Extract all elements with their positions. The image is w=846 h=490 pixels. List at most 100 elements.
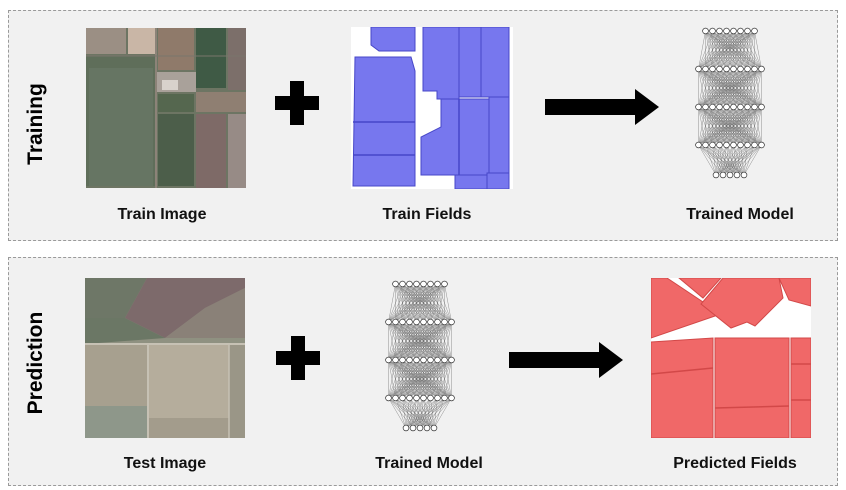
network-node	[730, 27, 737, 35]
network-node	[416, 424, 424, 432]
network-node	[406, 280, 413, 288]
network-node	[413, 356, 420, 364]
network-node	[712, 171, 720, 179]
network-node	[737, 141, 744, 149]
network-node	[427, 356, 434, 364]
network-node	[406, 318, 413, 326]
network-node	[730, 103, 737, 111]
network-node	[392, 394, 399, 402]
network-node	[709, 65, 716, 73]
neural-network-icon	[695, 25, 765, 181]
network-node	[702, 65, 709, 73]
network-node	[737, 65, 744, 73]
network-node	[702, 27, 709, 35]
predicted-fields	[651, 278, 811, 438]
arrow-icon	[545, 89, 659, 125]
network-node	[420, 394, 427, 402]
network-node	[448, 318, 455, 326]
network-node	[427, 394, 434, 402]
network-node	[420, 318, 427, 326]
network-node	[399, 356, 406, 364]
network-node	[427, 280, 434, 288]
arrow-icon	[509, 342, 623, 378]
network-node	[441, 394, 448, 402]
train-fields-caption: Train Fields	[382, 206, 472, 223]
network-node	[441, 280, 448, 288]
network-node	[751, 27, 758, 35]
network-node	[441, 318, 448, 326]
predicted-fields-caption: Predicted Fields	[673, 455, 797, 472]
network-node	[716, 65, 723, 73]
network-node	[413, 318, 420, 326]
network-node	[744, 141, 751, 149]
network-node	[385, 394, 392, 402]
network-node	[730, 141, 737, 149]
neural-network-icon	[385, 278, 455, 434]
prediction-row-label: Prediction	[24, 311, 47, 415]
network-node	[392, 280, 399, 288]
network-node	[430, 424, 438, 432]
network-node	[448, 356, 455, 364]
plus-icon	[276, 336, 320, 380]
network-node	[737, 27, 744, 35]
network-node	[409, 424, 417, 432]
network-node	[427, 318, 434, 326]
network-node	[758, 141, 765, 149]
network-node	[392, 356, 399, 364]
plus-icon	[275, 81, 319, 125]
network-node	[709, 103, 716, 111]
network-node	[413, 280, 420, 288]
network-node	[716, 141, 723, 149]
network-node	[695, 141, 702, 149]
network-node	[434, 318, 441, 326]
network-node	[406, 394, 413, 402]
network-node	[420, 280, 427, 288]
network-node	[434, 394, 441, 402]
test-image-caption: Test Image	[123, 455, 207, 472]
prediction-panel: Prediction	[8, 257, 838, 486]
network-node	[420, 356, 427, 364]
trained-model-caption: Trained Model	[686, 206, 794, 223]
test-image	[85, 278, 245, 438]
network-node	[744, 65, 751, 73]
network-node	[751, 141, 758, 149]
network-node	[740, 171, 748, 179]
network-node	[719, 171, 727, 179]
network-node	[385, 318, 392, 326]
network-node	[723, 27, 730, 35]
network-node	[399, 394, 406, 402]
network-node	[702, 141, 709, 149]
network-node	[716, 27, 723, 35]
network-node	[399, 280, 406, 288]
network-node	[709, 141, 716, 149]
network-node	[726, 171, 734, 179]
network-node	[723, 141, 730, 149]
network-node	[695, 103, 702, 111]
training-panel: Training	[8, 10, 838, 241]
network-node	[392, 318, 399, 326]
network-node	[744, 27, 751, 35]
training-row-label: Training	[24, 83, 47, 165]
network-node	[406, 356, 413, 364]
network-node	[423, 424, 431, 432]
network-node	[399, 318, 406, 326]
network-node	[385, 356, 392, 364]
network-node	[716, 103, 723, 111]
network-node	[758, 103, 765, 111]
network-node	[434, 280, 441, 288]
network-node	[723, 65, 730, 73]
network-node	[448, 394, 455, 402]
train-image	[86, 28, 246, 188]
network-node	[723, 103, 730, 111]
network-node	[709, 27, 716, 35]
network-node	[402, 424, 410, 432]
network-node	[730, 65, 737, 73]
network-node	[751, 103, 758, 111]
train-fields	[351, 27, 513, 189]
trained-model-caption: Trained Model	[375, 455, 483, 472]
network-node	[751, 65, 758, 73]
network-node	[434, 356, 441, 364]
network-node	[441, 356, 448, 364]
network-node	[413, 394, 420, 402]
network-node	[737, 103, 744, 111]
